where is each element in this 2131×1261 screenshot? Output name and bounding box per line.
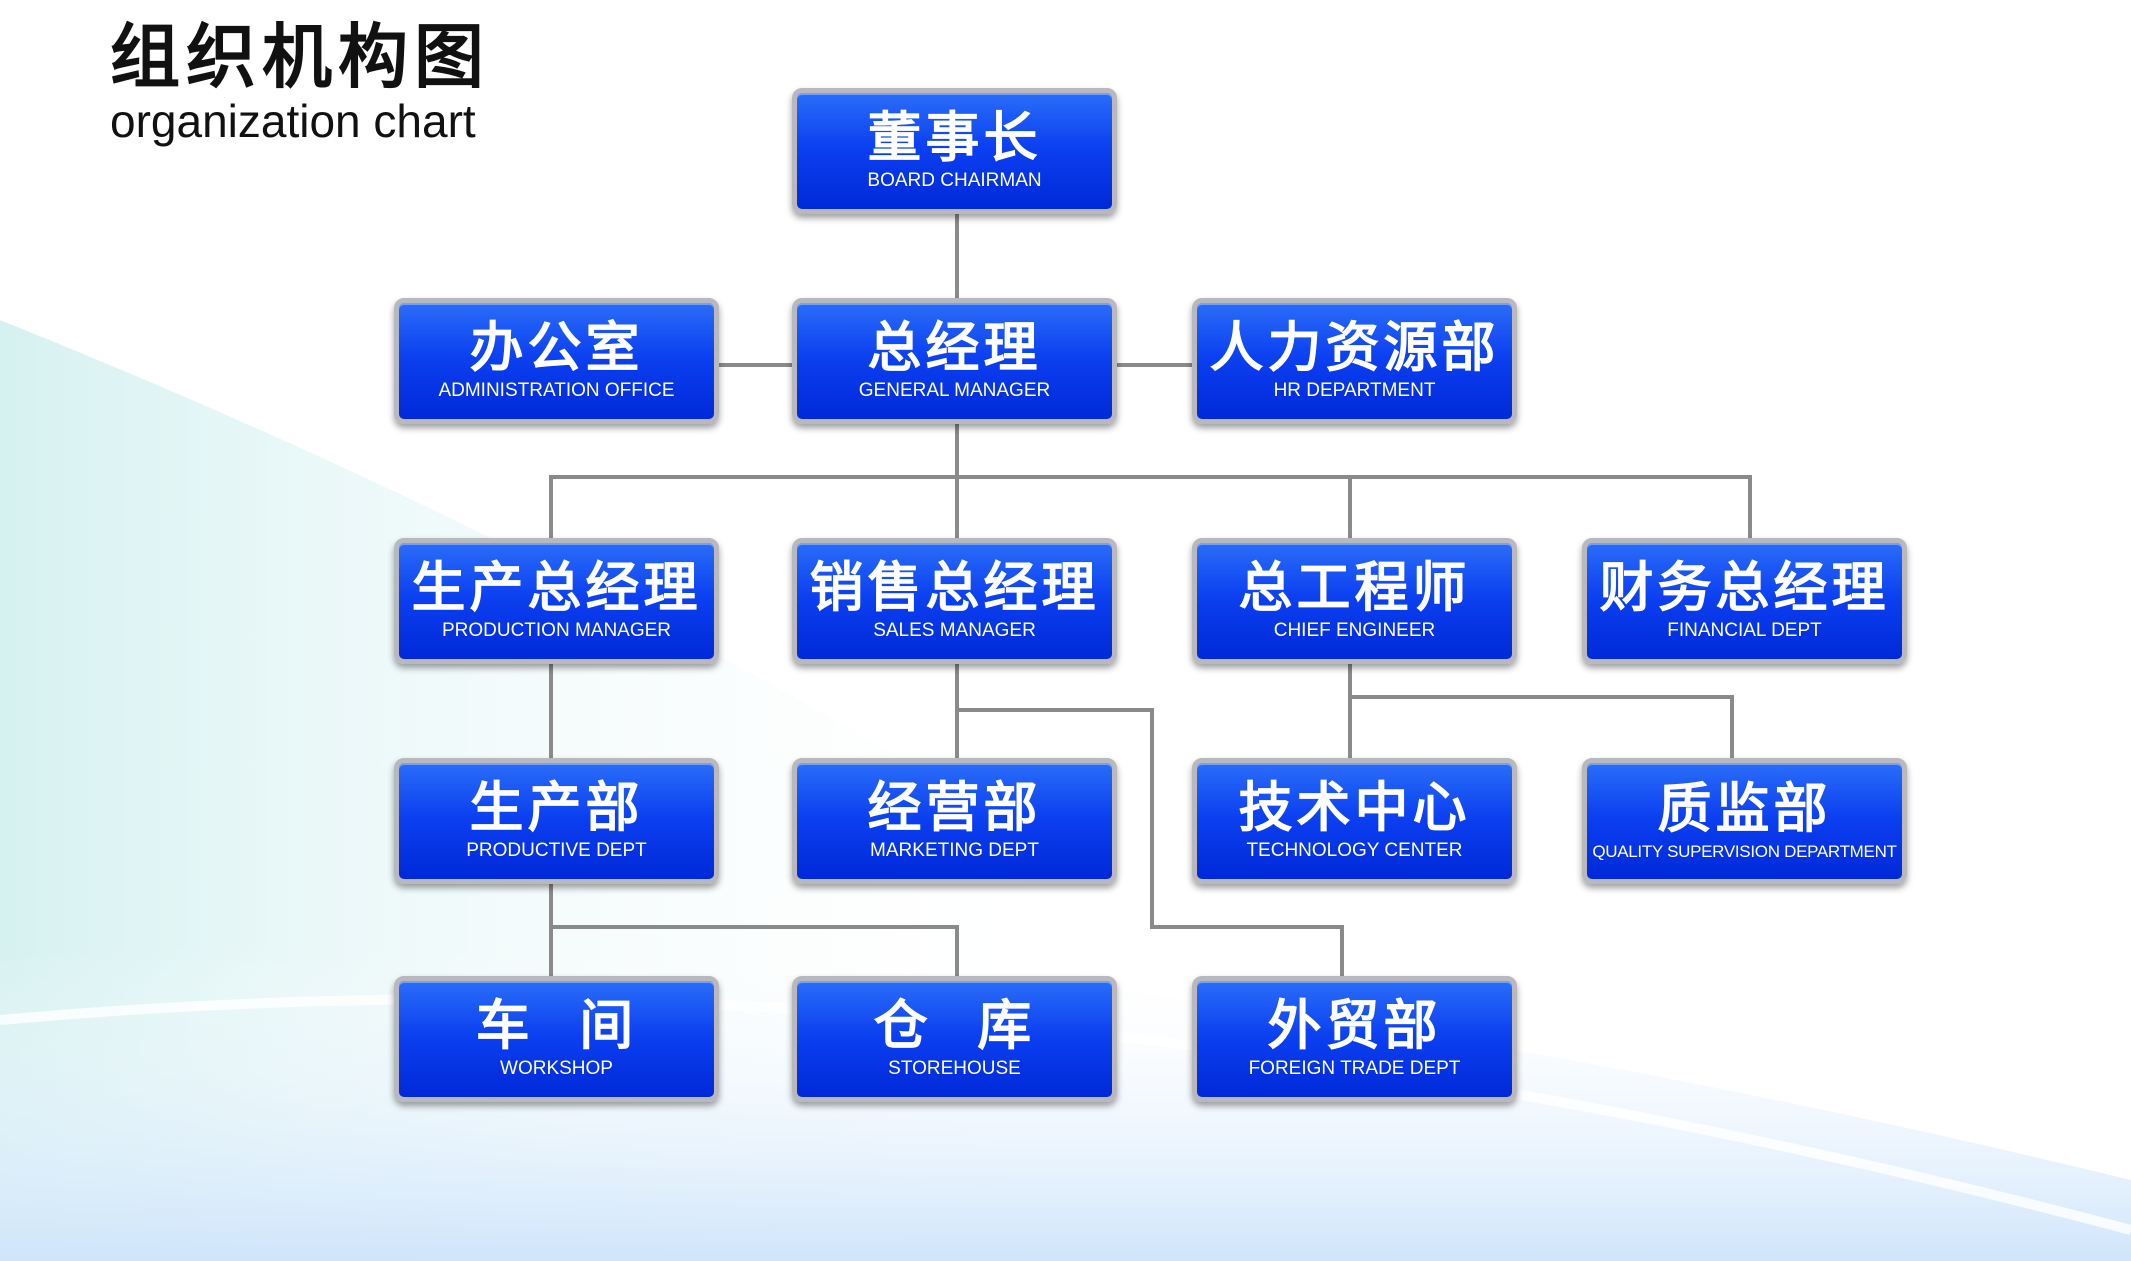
node-financial-dept: 财务总经理 FINANCIAL DEPT	[1582, 538, 1907, 664]
connector-sales-to-foreign-trade	[955, 708, 1344, 982]
node-label-cn: 办公室	[469, 315, 644, 379]
node-label-cn: 总工程师	[1238, 555, 1471, 619]
node-label-cn: 仓 库	[873, 993, 1036, 1057]
node-label-en: FOREIGN TRADE DEPT	[1248, 1058, 1461, 1080]
node-label-en: FINANCIAL DEPT	[1667, 620, 1822, 642]
node-technology-center: 技术中心 TECHNOLOGY CENTER	[1192, 758, 1517, 884]
node-label-cn: 外贸部	[1267, 993, 1442, 1057]
node-label-cn: 技术中心	[1238, 775, 1471, 839]
node-label-en: GENERAL MANAGER	[858, 380, 1051, 402]
node-label-cn: 车 间	[475, 993, 638, 1057]
node-label-cn: 质监部	[1657, 776, 1832, 840]
node-productive-dept: 生产部 PRODUCTIVE DEPT	[394, 758, 719, 884]
node-label-cn: 董事长	[867, 105, 1042, 169]
node-hr-department: 人力资源部 HR DEPARTMENT	[1192, 298, 1517, 424]
node-label-cn: 总经理	[867, 315, 1042, 379]
node-quality-supervision: 质监部 QUALITY SUPERVISION DEPARTMENT	[1582, 758, 1907, 884]
node-label-en: BOARD CHAIRMAN	[867, 170, 1042, 192]
node-label-en: HR DEPARTMENT	[1273, 380, 1436, 402]
node-label-cn: 生产总经理	[411, 555, 702, 619]
node-label-en: SALES MANAGER	[873, 620, 1036, 642]
node-label-en: ADMINISTRATION OFFICE	[438, 380, 675, 402]
node-sales-manager: 销售总经理 SALES MANAGER	[792, 538, 1117, 664]
node-label-en: TECHNOLOGY CENTER	[1246, 840, 1463, 862]
connector-productive-to-storehouse	[549, 882, 959, 980]
page-title-en: organization chart	[110, 95, 476, 147]
node-label-cn: 销售总经理	[809, 555, 1100, 619]
node-foreign-trade-dept: 外贸部 FOREIGN TRADE DEPT	[1192, 976, 1517, 1102]
node-marketing-dept: 经营部 MARKETING DEPT	[792, 758, 1117, 884]
node-label-cn: 生产部	[469, 775, 644, 839]
node-production-manager: 生产总经理 PRODUCTION MANAGER	[394, 538, 719, 664]
page-title: 组织机构图 organization chart	[110, 22, 490, 144]
node-label-en: QUALITY SUPERVISION DEPARTMENT	[1592, 841, 1897, 861]
node-label-en: PRODUCTION MANAGER	[441, 620, 672, 642]
node-label-en: STOREHOUSE	[888, 1058, 1021, 1080]
node-chief-engineer: 总工程师 CHIEF ENGINEER	[1192, 538, 1517, 664]
node-label-en: CHIEF ENGINEER	[1273, 620, 1436, 642]
node-label-cn: 人力资源部	[1209, 315, 1500, 379]
node-label-cn: 财务总经理	[1599, 555, 1890, 619]
node-label-en: MARKETING DEPT	[870, 840, 1039, 862]
node-storehouse: 仓 库 STOREHOUSE	[792, 976, 1117, 1102]
node-label-en: PRODUCTIVE DEPT	[466, 840, 647, 862]
node-administration-office: 办公室 ADMINISTRATION OFFICE	[394, 298, 719, 424]
node-label-en: WORKSHOP	[500, 1058, 613, 1080]
node-workshop: 车 间 WORKSHOP	[394, 976, 719, 1102]
connector-chief-engineer-branch	[1348, 662, 1734, 762]
node-label-cn: 经营部	[867, 775, 1042, 839]
node-board-chairman: 董事长 BOARD CHAIRMAN	[792, 88, 1117, 214]
node-general-manager: 总经理 GENERAL MANAGER	[792, 298, 1117, 424]
page-title-cn: 组织机构图	[110, 16, 490, 98]
